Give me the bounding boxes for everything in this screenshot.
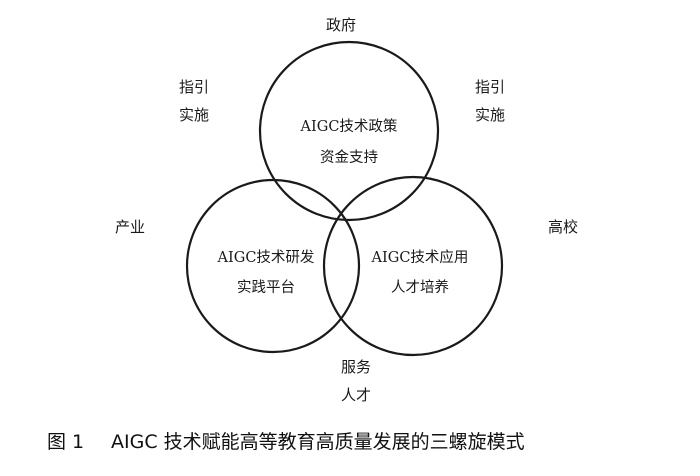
label-guide-right: 指引 bbox=[475, 78, 505, 96]
university-circle-line1: AIGC技术应用 bbox=[371, 248, 469, 266]
label-guide-left: 指引 bbox=[179, 78, 209, 96]
label-implement-right: 实施 bbox=[475, 106, 505, 124]
government-circle-line2: 资金支持 bbox=[320, 149, 378, 166]
government-circle bbox=[258, 40, 440, 222]
industry-circle-line1: AIGC技术研发 bbox=[217, 249, 315, 266]
label-implement-left: 实施 bbox=[179, 106, 209, 124]
label-university: 高校 bbox=[548, 218, 578, 236]
figure-caption: AIGC 技术赋能高等教育高质量发展的三螺旋模式 bbox=[111, 431, 525, 453]
label-talent: 人才 bbox=[341, 386, 371, 404]
label-service: 服务 bbox=[341, 358, 371, 376]
label-government: 政府 bbox=[326, 16, 356, 34]
university-circle bbox=[322, 175, 504, 357]
industry-circle bbox=[185, 178, 361, 354]
label-industry: 产业 bbox=[115, 218, 145, 236]
government-circle-line1: AIGC技术政策 bbox=[300, 118, 398, 135]
figure-number: 图 1 bbox=[47, 431, 84, 453]
university-circle-line2: 人才培养 bbox=[391, 279, 449, 296]
industry-circle-line2: 实践平台 bbox=[237, 279, 295, 296]
